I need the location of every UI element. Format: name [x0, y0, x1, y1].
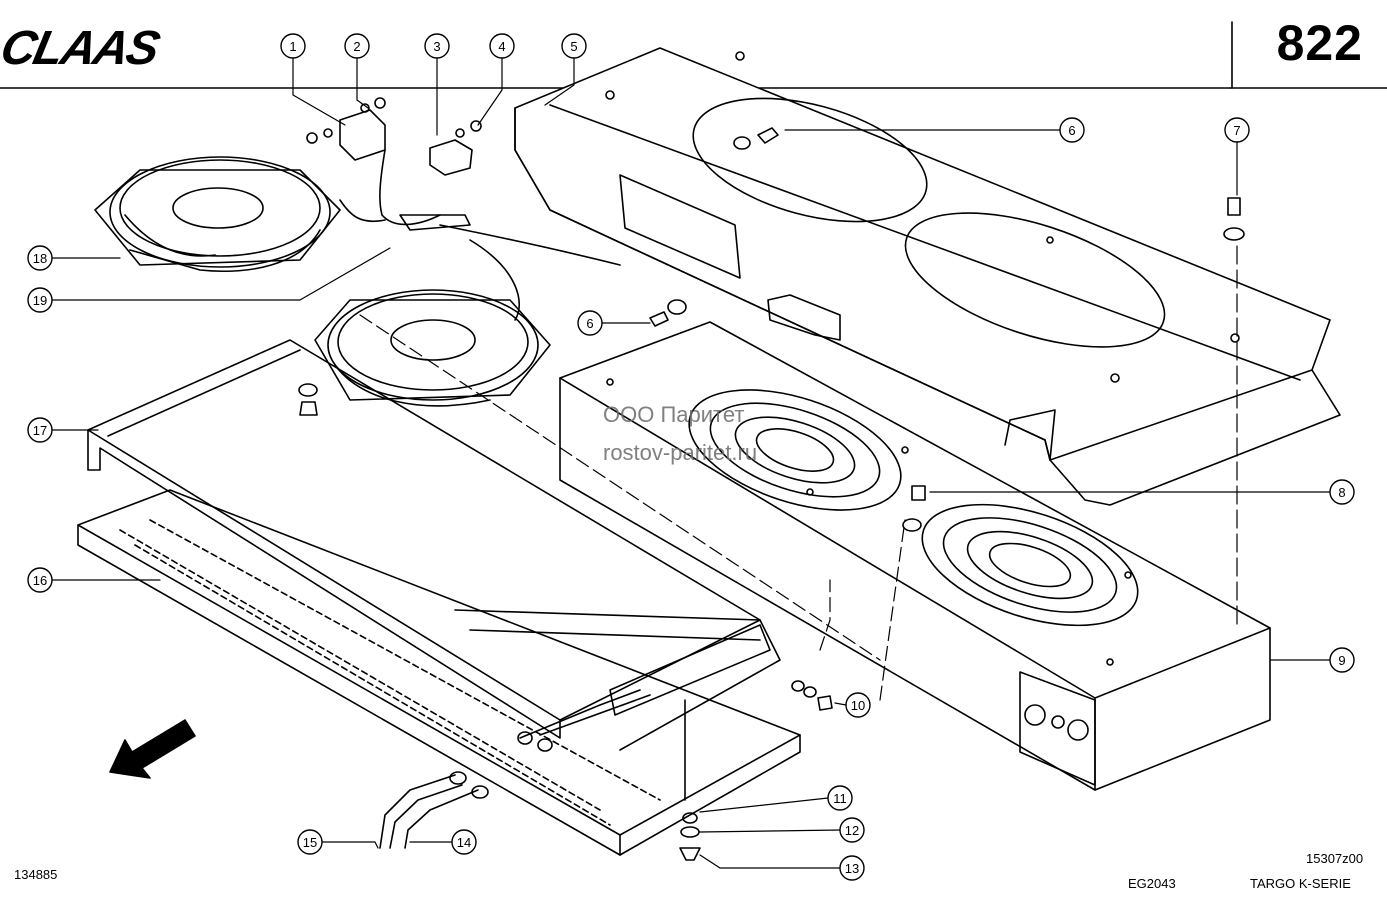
svg-text:14: 14	[457, 835, 471, 850]
callout-19: 19	[27, 287, 53, 313]
watermark-url: rostov-paritet.ru	[603, 440, 758, 465]
callout-2: 2	[344, 33, 370, 59]
svg-text:17: 17	[33, 423, 47, 438]
callout-6b: 6	[577, 310, 603, 336]
blower-box	[559, 321, 1271, 791]
svg-text:8: 8	[1338, 485, 1345, 500]
callout-10: 10	[845, 692, 871, 718]
evaporator-core	[77, 339, 801, 856]
callout-16: 16	[27, 567, 53, 593]
callout-5: 5	[561, 33, 587, 59]
callout-12: 12	[839, 817, 865, 843]
upper-housing	[514, 47, 1341, 506]
drawing-number: 134885	[14, 867, 58, 882]
claas-logo-text: CLAAS	[0, 21, 164, 74]
callout-6a: 6	[1059, 117, 1085, 143]
callout-18: 18	[27, 245, 53, 271]
callout-15: 15	[297, 829, 323, 855]
callout-group: 1 2 3 4 5 6 6 7 8 9 10 11 12 13 14 15 16…	[27, 33, 1355, 881]
callout-9: 9	[1329, 647, 1355, 673]
svg-text:7: 7	[1233, 123, 1240, 138]
reference-code: 15307z00	[1306, 851, 1364, 866]
svg-text:12: 12	[845, 823, 859, 838]
svg-text:19: 19	[33, 293, 47, 308]
callout-7: 7	[1224, 117, 1250, 143]
callout-4: 4	[489, 33, 515, 59]
direction-arrow-icon	[109, 719, 196, 779]
leader-lines	[51, 57, 1331, 869]
svg-text:3: 3	[433, 39, 440, 54]
svg-text:5: 5	[570, 39, 577, 54]
svg-text:10: 10	[851, 698, 865, 713]
callout-3: 3	[424, 33, 450, 59]
svg-text:9: 9	[1338, 653, 1345, 668]
callout-13: 13	[839, 855, 865, 881]
coolant-pipes	[379, 689, 641, 849]
callout-14: 14	[451, 829, 477, 855]
callout-1: 1	[280, 33, 306, 59]
svg-text:6: 6	[586, 316, 593, 331]
claas-logo: CLAAS	[0, 21, 164, 74]
svg-text:13: 13	[845, 861, 859, 876]
callout-8: 8	[1329, 479, 1355, 505]
fasteners	[298, 127, 1245, 861]
svg-text:6: 6	[1068, 123, 1075, 138]
callout-11: 11	[827, 785, 853, 811]
watermark-company: ООО Паритет	[603, 402, 745, 427]
fan-upper	[94, 156, 341, 273]
relay-and-wiring	[306, 97, 621, 321]
svg-text:18: 18	[33, 251, 47, 266]
model-series: TARGO K-SERIE	[1250, 876, 1351, 891]
group-code: EG2043	[1128, 876, 1176, 891]
svg-text:2: 2	[353, 39, 360, 54]
svg-text:1: 1	[289, 39, 296, 54]
page-number: 822	[1276, 15, 1363, 71]
svg-text:16: 16	[33, 573, 47, 588]
svg-text:15: 15	[303, 835, 317, 850]
svg-text:11: 11	[833, 791, 847, 806]
fan-lower	[314, 289, 551, 407]
svg-text:4: 4	[498, 39, 505, 54]
callout-17: 17	[27, 417, 53, 443]
